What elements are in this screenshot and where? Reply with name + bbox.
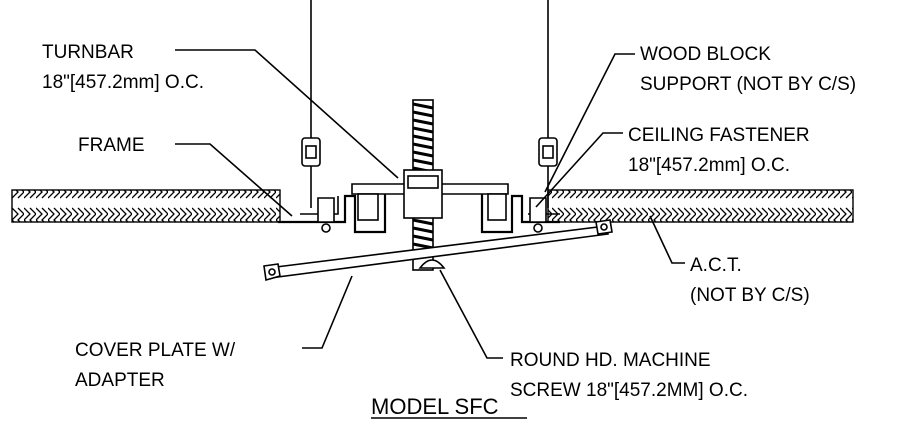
ceiling-tile-left <box>11 189 281 223</box>
leader-turnbar <box>175 49 399 179</box>
label-turnbar: TURNBAR 18"[457.2mm] O.C. <box>42 42 204 93</box>
leader-wood-block <box>544 53 635 193</box>
cover-plate <box>263 219 613 282</box>
label-frame: FRAME <box>78 135 145 156</box>
ceiling-tile-right <box>547 189 854 223</box>
frame-right <box>480 192 560 234</box>
leader-machine-screw <box>439 269 503 359</box>
leader-cover-plate <box>302 275 353 349</box>
leader-frame <box>175 143 293 217</box>
diagram-title: MODEL SFC <box>371 394 499 419</box>
label-wood-block: WOOD BLOCK SUPPORT (NOT BY C/S) <box>640 44 856 95</box>
leader-ceiling-fastener <box>535 132 623 208</box>
hanger-clip-left <box>301 137 321 208</box>
leader-act <box>649 215 685 264</box>
label-ceiling-fastener: CEILING FASTENER 18"[457.2mm] O.C. <box>628 125 815 176</box>
machine-screw <box>403 99 446 271</box>
label-machine-screw: ROUND HD. MACHINE SCREW 18"[457.2MM] O.C… <box>510 350 748 401</box>
frame-left <box>278 192 387 234</box>
label-cover-plate: COVER PLATE W/ ADAPTER <box>75 340 240 391</box>
label-act: A.C.T. (NOT BY C/S) <box>690 255 810 306</box>
